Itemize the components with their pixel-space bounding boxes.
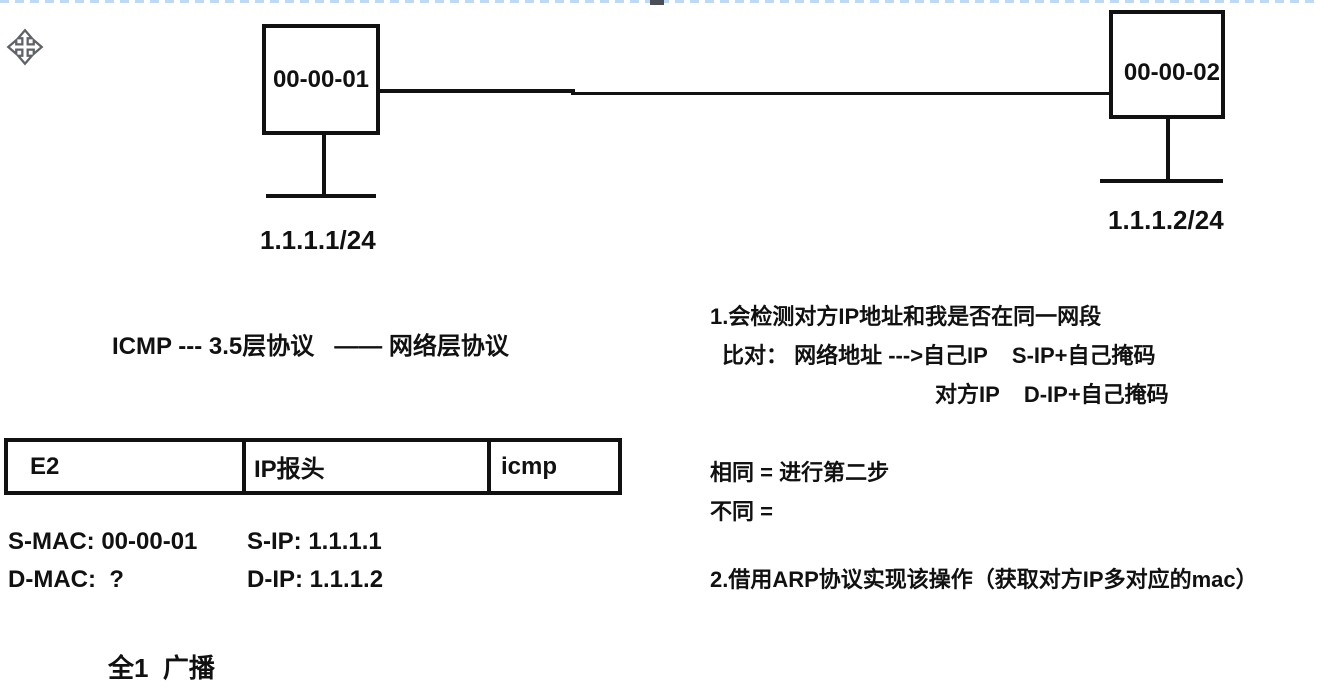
node2-ip-label: 1.1.1.2/24: [1108, 205, 1224, 235]
node2-mac-label: 00-00-02: [1123, 58, 1220, 86]
broadcast-note: 全1 广播: [108, 653, 215, 683]
dip-value: D-IP: 1.1.1.2: [247, 566, 384, 593]
four-way-arrows-icon: [6, 28, 44, 66]
frame-cell-ip-header: IP报头: [242, 442, 491, 491]
node-box-2: 00-00-02: [1109, 10, 1225, 119]
node1-bus-line: [266, 194, 376, 198]
step1-line1: 1.会检测对方IP地址和我是否在同一网段: [710, 304, 1102, 329]
sip-value: S-IP: 1.1.1.1: [247, 528, 382, 555]
link-line-segment-a: [379, 89, 575, 93]
link-line-segment-b: [571, 92, 1111, 95]
step1-line3: 对方IP D-IP+自己掩码: [935, 382, 1169, 407]
node1-mac-label: 00-00-01: [272, 65, 370, 93]
frame-cell-e2: E2: [30, 452, 60, 480]
top-edge-mark: [650, 0, 664, 5]
node1-ip-label: 1.1.1.1/24: [260, 225, 376, 255]
node2-stem-line: [1166, 119, 1170, 183]
step1-line2: 比对： 网络地址 --->自己IP S-IP+自己掩码: [722, 343, 1156, 368]
smac-value: S-MAC: 00-00-01: [8, 528, 198, 555]
step1-diff-result: 不同 =: [710, 499, 773, 524]
frame-cell-icmp: icmp: [501, 452, 558, 480]
node-box-1: 00-00-01: [262, 24, 380, 135]
dmac-value: D-MAC: ?: [8, 566, 124, 593]
packet-frame-table: E2 IP报头 icmp: [4, 438, 622, 495]
move-handle-icon[interactable]: [6, 28, 44, 66]
node1-stem-line: [322, 135, 326, 198]
icmp-protocol-note: ICMP --- 3.5层协议 —— 网络层协议: [112, 333, 509, 360]
step2-arp-note: 2.借用ARP协议实现该操作（获取对方IP多对应的mac）: [710, 567, 1258, 592]
step1-same-result: 相同 = 进行第二步: [710, 460, 890, 485]
node2-bus-line: [1100, 179, 1223, 183]
